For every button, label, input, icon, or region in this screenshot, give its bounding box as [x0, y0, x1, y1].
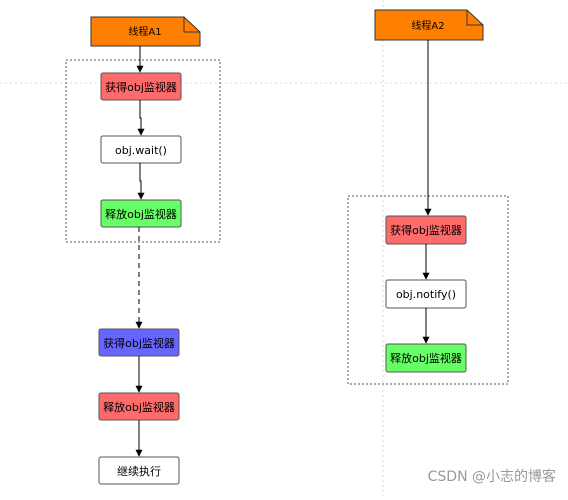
a2-release-label: 释放obj监视器 [390, 351, 462, 365]
watermark: CSDN @小志的博客 [427, 469, 556, 485]
thread-a1-note: 线程A1 [90, 16, 201, 47]
a2-acquire-label: 获得obj监视器 [390, 223, 462, 237]
a1-acquire-node: 获得obj监视器 [100, 72, 182, 101]
arrow-wait-to-release [137, 163, 145, 200]
a1-continue-label: 继续执行 [117, 464, 161, 478]
a1-continue-node: 继续执行 [98, 456, 180, 485]
a1-wait-label: obj.wait() [115, 144, 167, 157]
a2-acquire-node: 获得obj监视器 [385, 215, 467, 245]
a2-notify-label: obj.notify() [396, 288, 456, 301]
a1-acquire-label: 获得obj监视器 [105, 80, 177, 94]
a1-monitor-group-frame [65, 59, 221, 243]
thread-a1-label: 线程A1 [128, 25, 161, 38]
a1-reacquire-label: 获得obj监视器 [103, 336, 175, 350]
thread-a2-label: 线程A2 [411, 19, 444, 32]
a1-wait-node: obj.wait() [100, 135, 182, 164]
a1-release-node: 释放obj监视器 [100, 199, 182, 228]
a1-reacquire-node: 获得obj监视器 [98, 328, 180, 357]
a2-release-node: 释放obj监视器 [385, 343, 467, 373]
arrow-acquire-to-wait [137, 100, 145, 136]
thread-a2-note: 线程A2 [374, 9, 484, 41]
a1-release2-node: 释放obj监视器 [98, 392, 180, 421]
a1-release2-label: 释放obj监视器 [103, 400, 175, 414]
a1-release-label: 释放obj监视器 [105, 207, 177, 221]
a2-notify-node: obj.notify() [385, 279, 467, 309]
